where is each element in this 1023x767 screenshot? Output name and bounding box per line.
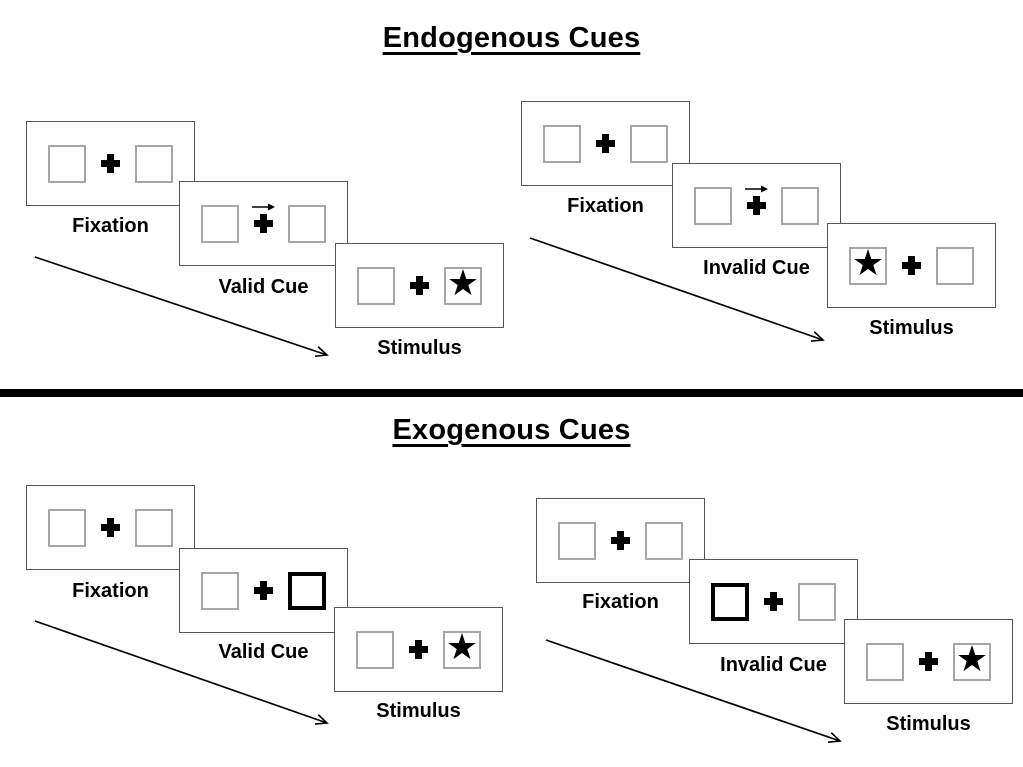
- exogenous-valid-sequence-arrow: [34, 620, 329, 725]
- exogenous-title-text: Exogenous Cues: [392, 414, 631, 446]
- panel-cue: [672, 163, 841, 248]
- panel-stimulus: ★: [334, 607, 503, 692]
- fixation-cross-icon: [410, 276, 429, 295]
- fixation-cross-icon: [747, 196, 766, 215]
- star-icon: ★: [955, 642, 989, 680]
- panel-cue: [689, 559, 858, 644]
- panel-label: Fixation: [567, 195, 644, 217]
- panel-label: Stimulus: [376, 700, 461, 722]
- left-target-box: [866, 642, 904, 681]
- right-target-box: [645, 521, 683, 560]
- right-target-box: [135, 508, 173, 547]
- left-target-box: [201, 571, 239, 610]
- panel-label: Fixation: [72, 580, 149, 602]
- endogenous-section-title: Endogenous Cues: [0, 22, 1023, 55]
- panel-label: Valid Cue: [218, 641, 309, 663]
- panel-stimulus: ★: [335, 243, 504, 328]
- panel-label: Stimulus: [869, 317, 954, 339]
- left-target-box: [543, 124, 581, 163]
- right-target-box: [288, 571, 326, 610]
- right-target-box: [798, 582, 836, 621]
- center-cue-area: [410, 276, 429, 295]
- endogenous-title-text: Endogenous Cues: [382, 22, 641, 54]
- center-cue-area: [409, 640, 428, 659]
- left-target-box: [357, 266, 395, 305]
- fixation-cross-icon: [764, 592, 783, 611]
- right-target-box: [630, 124, 668, 163]
- panel-label: Valid Cue: [218, 276, 309, 298]
- star-icon: ★: [851, 246, 885, 284]
- panel-cue: [179, 548, 348, 633]
- panel-label: Stimulus: [377, 337, 462, 359]
- left-target-box: [48, 144, 86, 183]
- center-cue-area: [254, 581, 273, 600]
- left-target-box: ★: [849, 246, 887, 285]
- panel-fixation: [521, 101, 690, 186]
- left-target-box: [356, 630, 394, 669]
- fixation-cross-icon: [902, 256, 921, 275]
- center-cue-area: [596, 134, 615, 153]
- panel-stimulus: ★: [844, 619, 1013, 704]
- center-cue-area: [919, 652, 938, 671]
- left-target-box: [711, 582, 749, 621]
- right-target-box: ★: [953, 642, 991, 681]
- right-target-box: ★: [444, 266, 482, 305]
- center-cue-area: [764, 592, 783, 611]
- center-cue-area: [251, 203, 275, 233]
- fixation-cross-icon: [254, 581, 273, 600]
- endogenous-invalid-sequence-arrow: [529, 237, 825, 342]
- left-target-box: [558, 521, 596, 560]
- center-cue-area: [744, 185, 768, 215]
- endogenous-valid-sequence-arrow: [34, 256, 329, 358]
- center-cue-area: [902, 256, 921, 275]
- center-cue-area: [611, 531, 630, 550]
- panel-cue: [179, 181, 348, 266]
- star-icon: ★: [446, 266, 480, 304]
- panel-label: Invalid Cue: [703, 257, 810, 279]
- panel-label: Invalid Cue: [720, 654, 827, 676]
- center-cue-area: [101, 154, 120, 173]
- cue-arrow-icon: [744, 181, 769, 193]
- panel-label: Fixation: [72, 215, 149, 237]
- fixation-cross-icon: [596, 134, 615, 153]
- fixation-cross-icon: [254, 214, 273, 233]
- star-icon: ★: [445, 630, 479, 668]
- right-target-box: [936, 246, 974, 285]
- left-target-box: [201, 204, 239, 243]
- center-cue-area: [101, 518, 120, 537]
- fixation-cross-icon: [101, 154, 120, 173]
- panel-fixation: [26, 121, 195, 206]
- fixation-cross-icon: [611, 531, 630, 550]
- right-target-box: [781, 186, 819, 225]
- panel-fixation: [26, 485, 195, 570]
- left-target-box: [694, 186, 732, 225]
- section-divider: [0, 389, 1023, 397]
- right-target-box: ★: [443, 630, 481, 669]
- fixation-cross-icon: [409, 640, 428, 659]
- left-target-box: [48, 508, 86, 547]
- panel-label: Fixation: [582, 591, 659, 613]
- right-target-box: [288, 204, 326, 243]
- panel-fixation: [536, 498, 705, 583]
- panel-stimulus: ★: [827, 223, 996, 308]
- fixation-cross-icon: [919, 652, 938, 671]
- panel-label: Stimulus: [886, 713, 971, 735]
- exogenous-section-title: Exogenous Cues: [0, 414, 1023, 447]
- cue-arrow-icon: [251, 199, 276, 211]
- right-target-box: [135, 144, 173, 183]
- fixation-cross-icon: [101, 518, 120, 537]
